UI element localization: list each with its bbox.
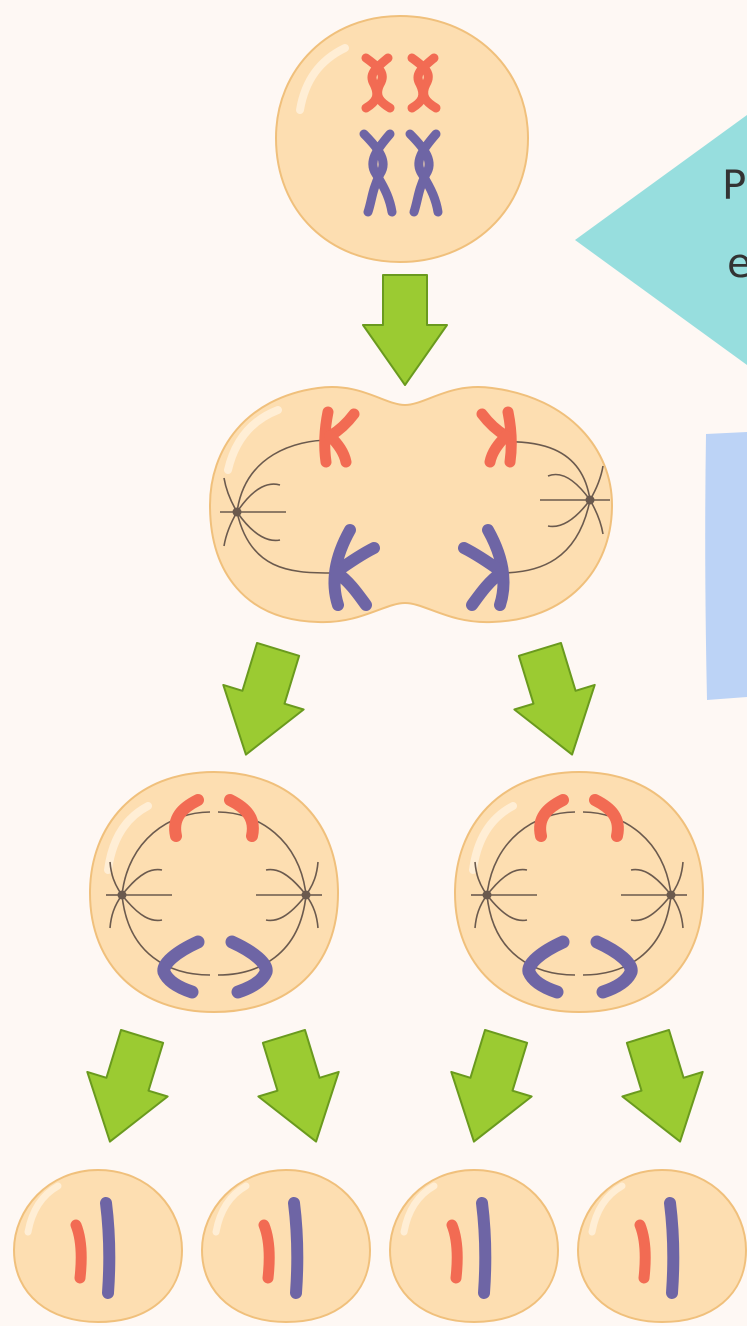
chromosome-pair-purple (359, 129, 443, 217)
spindle-right (494, 440, 610, 574)
arrow-down-right (498, 636, 614, 768)
parent-cell (274, 14, 530, 264)
callout-teal-bubble (575, 115, 747, 365)
second-division-cell-right (453, 770, 705, 1014)
daughter-cell-3 (388, 1168, 560, 1324)
chromosomes-purple (328, 524, 510, 611)
chromosomes-red (319, 406, 517, 468)
callout-blue-box (705, 432, 747, 700)
daughter-cell-2 (200, 1168, 372, 1324)
arrow-down-left (204, 636, 320, 768)
arrow-down-left-2 (432, 1023, 548, 1155)
arrow-down-left-1 (68, 1023, 184, 1155)
spindle-left (220, 439, 331, 574)
dividing-cell (208, 386, 614, 624)
arrow-down (362, 274, 448, 386)
callout-text-line-2: e (727, 241, 747, 287)
arrow-down-right-2 (606, 1023, 722, 1155)
chromosome-pair-red (361, 53, 441, 113)
callout-text-line-1: P (722, 163, 747, 209)
second-division-cell-left (88, 770, 340, 1014)
arrow-down-right-1 (242, 1023, 358, 1155)
daughter-cell-4 (576, 1168, 747, 1324)
daughter-cell-1 (12, 1168, 184, 1324)
